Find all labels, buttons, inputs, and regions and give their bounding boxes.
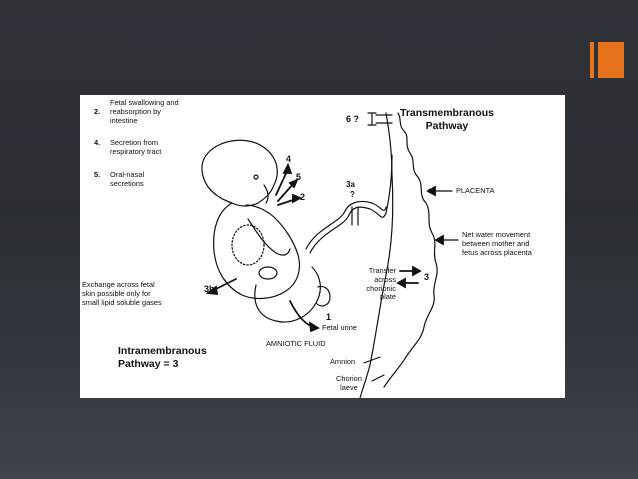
accent-bar-thick	[598, 42, 624, 78]
net-water-label: Net water movement between mother and fe…	[462, 231, 532, 257]
fetal-bladder	[259, 267, 277, 279]
legend-num-5: 5.	[94, 171, 100, 180]
label-5: 5	[296, 173, 301, 182]
chorion-pointer	[372, 375, 384, 381]
legend-text-4: Secretion from respiratory tract	[110, 139, 161, 157]
intramembranous-title: Intramembranous Pathway = 3	[118, 345, 207, 371]
legend-num-4: 4.	[94, 139, 100, 148]
transfer-label: Transfer across chorionic plate	[342, 267, 396, 302]
chorion-outer-edge	[384, 113, 437, 387]
placenta-arrowhead	[428, 187, 435, 195]
label-3a-q: ?	[350, 191, 355, 200]
label-6: 6 ?	[346, 115, 359, 124]
arrow-2-head	[293, 195, 300, 202]
label-2: 2	[300, 193, 305, 202]
fetal-lungs	[232, 225, 264, 265]
fetal-foot	[316, 286, 330, 305]
amniotic-fluid-label: AMNIOTIC FLUID	[266, 340, 326, 349]
legend-num-2: 2.	[94, 107, 100, 116]
legend-text-2: Fetal swallowing and reabsorption by int…	[110, 99, 179, 125]
legend-text-5: Oral-nasal secretions	[110, 171, 144, 189]
net-water-arrowhead	[436, 236, 443, 244]
fetal-urine-label: Fetal urine	[322, 324, 357, 333]
exchange-label: Exchange across fetal skin possible only…	[82, 281, 162, 307]
arrow-transfer-right-head	[413, 267, 420, 275]
legend-item-2: 2.	[94, 99, 100, 117]
transmembranous-lines	[376, 115, 392, 123]
amnion-line	[360, 113, 393, 398]
label-4: 4	[286, 155, 291, 164]
diagram-figure: 2. Fetal swallowing and reabsorption by …	[80, 95, 565, 398]
amnion-label: Amnion	[330, 358, 355, 367]
accent-bar-thin	[590, 42, 594, 78]
label-1: 1	[326, 313, 331, 322]
label-3: 3	[424, 273, 429, 282]
placenta-label: PLACENTA	[456, 187, 494, 196]
transmembranous-bracket	[368, 113, 376, 125]
arrow-urine-head	[310, 323, 318, 331]
chorion-label: Chorion laeve	[336, 375, 362, 393]
fetal-leg	[255, 267, 321, 322]
label-3b: 3b	[204, 285, 215, 294]
fetal-arm	[248, 219, 290, 255]
fetal-face	[264, 185, 268, 203]
fetal-eye	[254, 175, 258, 179]
arrow-4-head	[284, 165, 291, 173]
transmembranous-title: Transmembranous Pathway	[400, 107, 494, 133]
amnion-pointer	[364, 357, 380, 363]
arrow-transfer-left-head	[398, 279, 405, 287]
label-3a: 3a	[346, 181, 355, 190]
fetal-head	[202, 140, 277, 206]
